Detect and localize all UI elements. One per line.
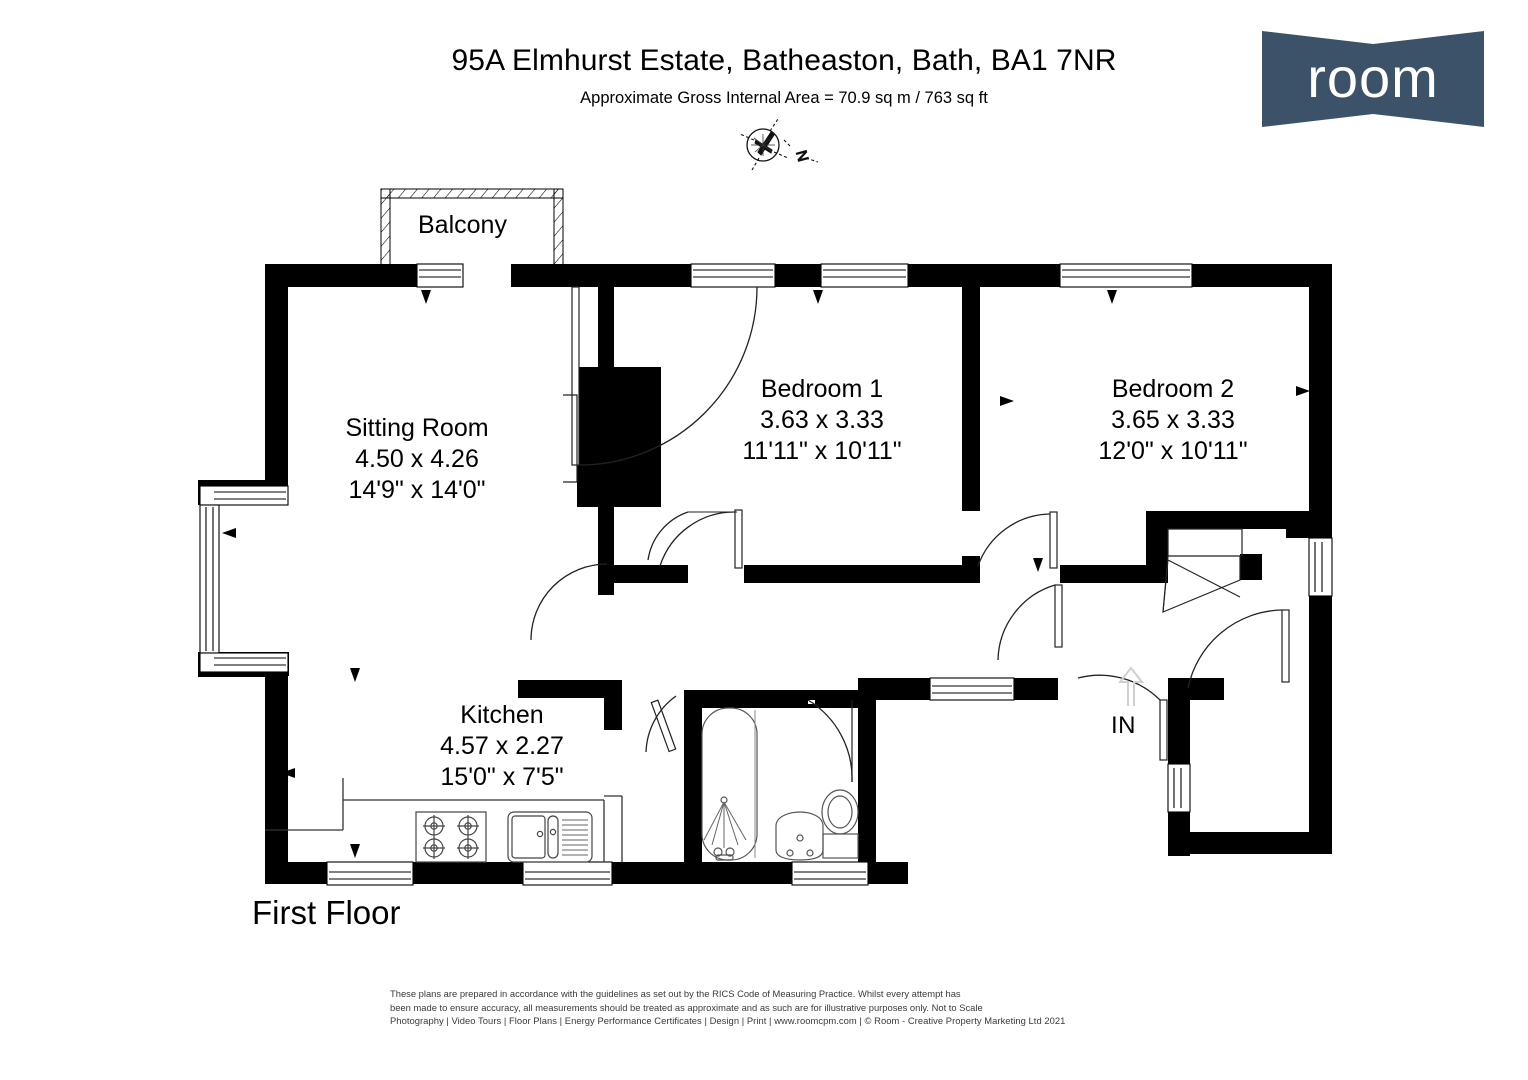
footer-line-1: These plans are prepared in accordance w… xyxy=(390,988,961,999)
compass-north-letter: N xyxy=(792,149,811,164)
door-sitting-hall xyxy=(530,563,608,641)
storage-outlines xyxy=(265,394,1243,862)
window-bed2 xyxy=(1059,263,1193,288)
door-kitchen xyxy=(645,695,677,753)
balcony-outline xyxy=(380,188,564,268)
bay-window-left xyxy=(199,485,289,673)
door-bedroom2 xyxy=(977,511,1058,569)
door-cupboard xyxy=(1162,559,1241,613)
direction-markers xyxy=(222,290,1310,858)
compass-rose-icon: N xyxy=(726,114,824,178)
door-bedroom1 xyxy=(647,509,743,569)
wash-basin-icon xyxy=(775,811,824,861)
entrance-arrow-icon xyxy=(1117,666,1145,706)
entrance-label: IN xyxy=(1111,712,1136,739)
window-kitchen-b xyxy=(522,861,613,886)
doors xyxy=(530,286,1290,783)
door-bathroom xyxy=(807,699,853,783)
kitchen-sink-icon xyxy=(507,811,593,863)
toilet-icon xyxy=(821,789,859,859)
footer-line-3: Photography | Video Tours | Floor Plans … xyxy=(390,1015,1066,1027)
balcony-door-frame xyxy=(416,263,464,288)
floor-level-title: First Floor xyxy=(252,894,401,931)
footer-disclaimer: These plans are prepared in accordance w… xyxy=(390,987,1142,1028)
window-bed1-a xyxy=(690,263,776,288)
footer-line-2: been made to ensure accuracy, all measur… xyxy=(390,1001,983,1013)
window-bed1-b xyxy=(820,263,909,288)
bathtub-icon xyxy=(701,707,758,861)
walls xyxy=(198,264,1332,884)
room-logo[interactable]: room xyxy=(1262,31,1484,127)
window-hall-front xyxy=(929,677,1015,701)
window-bathroom xyxy=(791,861,869,886)
window-right-hall xyxy=(1308,537,1333,597)
door-balcony xyxy=(571,286,758,466)
window-lobby xyxy=(1167,763,1191,813)
kitchen-hob-icon xyxy=(415,811,487,863)
logo-text: room xyxy=(1307,46,1439,109)
door-hall-corridor xyxy=(997,584,1063,661)
window-kitchen-a xyxy=(326,861,414,886)
door-lobby xyxy=(1187,609,1290,689)
